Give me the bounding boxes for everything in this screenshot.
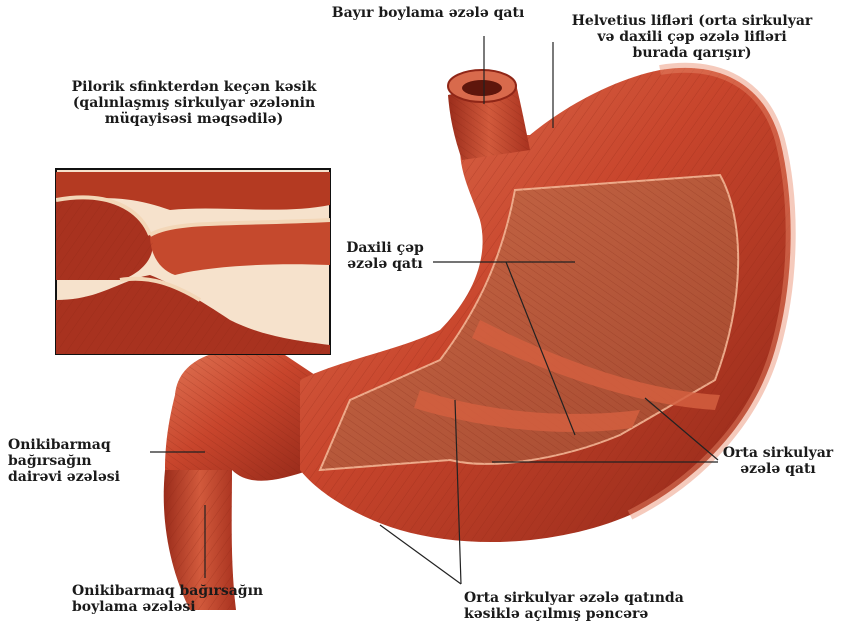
- label-window: Orta sirkulyar əzələ qatında kəsiklə açı…: [464, 590, 684, 622]
- label-helvetius: Helvetius lifləri (orta sirkulyar və dax…: [548, 13, 836, 61]
- label-pyloric-section: Pilorik sfinkterdən keçən kəsik (qalınla…: [46, 79, 342, 127]
- label-outer-longitudinal: Bayır boylama əzələ qatı: [318, 5, 538, 21]
- label-middle-circular: Orta sirkulyar əzələ qatı: [716, 445, 840, 477]
- label-duodenum-longitudinal: Onikibarmaq bağırsağın boylama əzələsi: [72, 583, 263, 615]
- pyloric-section-inset: [56, 169, 330, 356]
- label-inner-oblique: Daxili çəp əzələ qatı: [334, 240, 436, 272]
- label-duodenum-circular: Onikibarmaq bağırsağın dairəvi əzələsi: [8, 437, 120, 485]
